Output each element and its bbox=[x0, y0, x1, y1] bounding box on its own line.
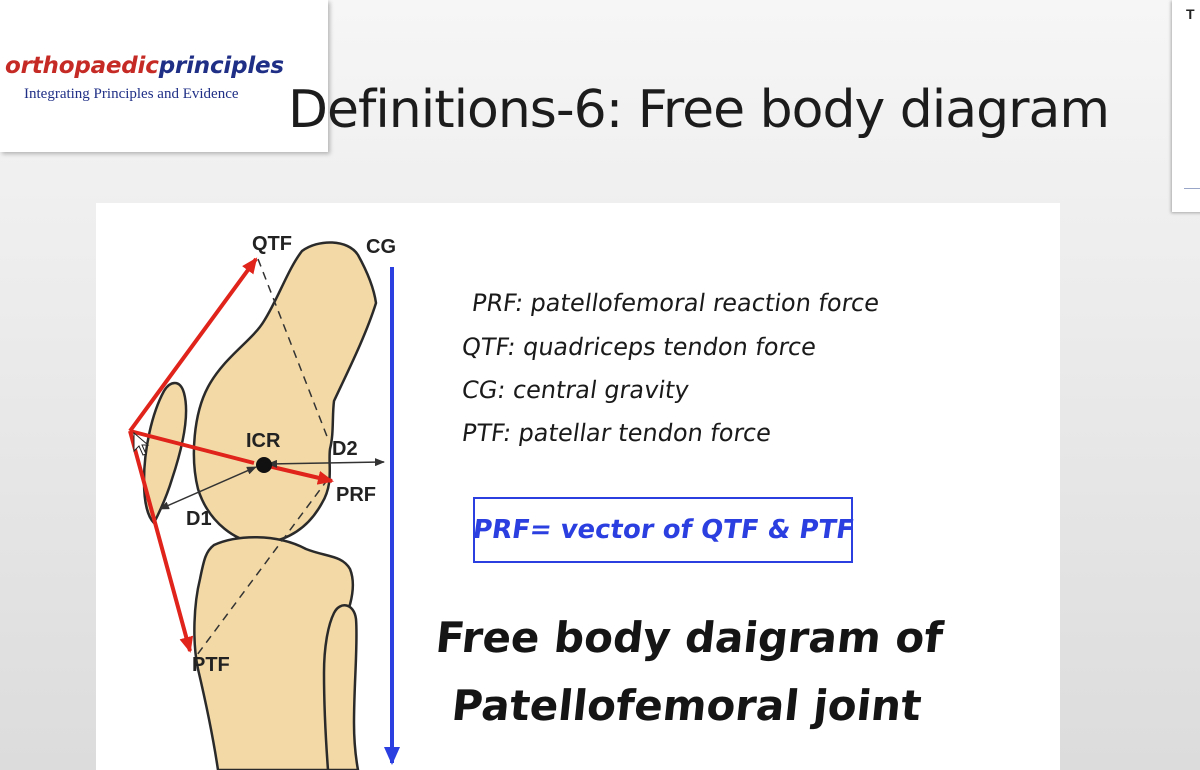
logo-wordmark-part2: principles bbox=[158, 53, 284, 79]
logo: orthopaedicprinciples Integrating Princi… bbox=[0, 0, 328, 152]
ptf-arrow bbox=[128, 430, 194, 653]
logo-wordmark-part1: orthopaedic bbox=[5, 53, 159, 79]
qtf-dashed-line bbox=[257, 258, 329, 440]
ptf-dashed-line bbox=[193, 478, 329, 660]
definition-ptf: PTF: patellar tendon force bbox=[460, 419, 773, 447]
equation-box: PRF= vector of QTF & PTF bbox=[470, 497, 856, 563]
icr-label: ICR bbox=[246, 430, 281, 452]
definition-cg: CG: central gravity bbox=[460, 376, 691, 404]
figure-panel: QTF CG ICR D2 PRF D1 PTF PRF: patellofem… bbox=[96, 203, 1060, 770]
qtf-label: QTF bbox=[252, 233, 292, 255]
fibula-bone bbox=[322, 604, 360, 770]
free-body-diagram: QTF CG ICR D2 PRF D1 PTF bbox=[128, 233, 400, 770]
slide-title: Definitions-6: Free body diagram bbox=[288, 80, 1110, 140]
prf-label: PRF bbox=[336, 484, 376, 506]
mouse-cursor-icon bbox=[133, 431, 150, 456]
cg-label: CG bbox=[366, 236, 396, 258]
qtf-arrow bbox=[128, 257, 258, 433]
d2-moment-arm bbox=[267, 458, 385, 468]
caption-line2: Patellofemoral joint bbox=[449, 681, 924, 730]
side-thumbnail[interactable]: T bbox=[1172, 0, 1200, 212]
caption-line1: Free body daigram of bbox=[433, 613, 946, 662]
ptf-label: PTF bbox=[192, 654, 230, 676]
definition-prf: PRF: patellofemoral reaction force bbox=[470, 289, 882, 317]
logo-tagline: Integrating Principles and Evidence bbox=[24, 86, 239, 102]
d1-label: D1 bbox=[186, 508, 212, 530]
side-thumbnail-divider bbox=[1184, 188, 1200, 189]
d1-moment-arm bbox=[159, 466, 257, 510]
definition-qtf: QTF: quadriceps tendon force bbox=[460, 333, 819, 361]
patella-to-icr-arrow bbox=[129, 429, 255, 465]
d2-label: D2 bbox=[332, 438, 358, 460]
icr-point bbox=[256, 457, 272, 473]
logo-wordmark: orthopaedicprinciples bbox=[5, 53, 284, 79]
equation-text: PRF= vector of QTF & PTF bbox=[470, 515, 856, 545]
side-thumbnail-text: T bbox=[1186, 6, 1195, 22]
